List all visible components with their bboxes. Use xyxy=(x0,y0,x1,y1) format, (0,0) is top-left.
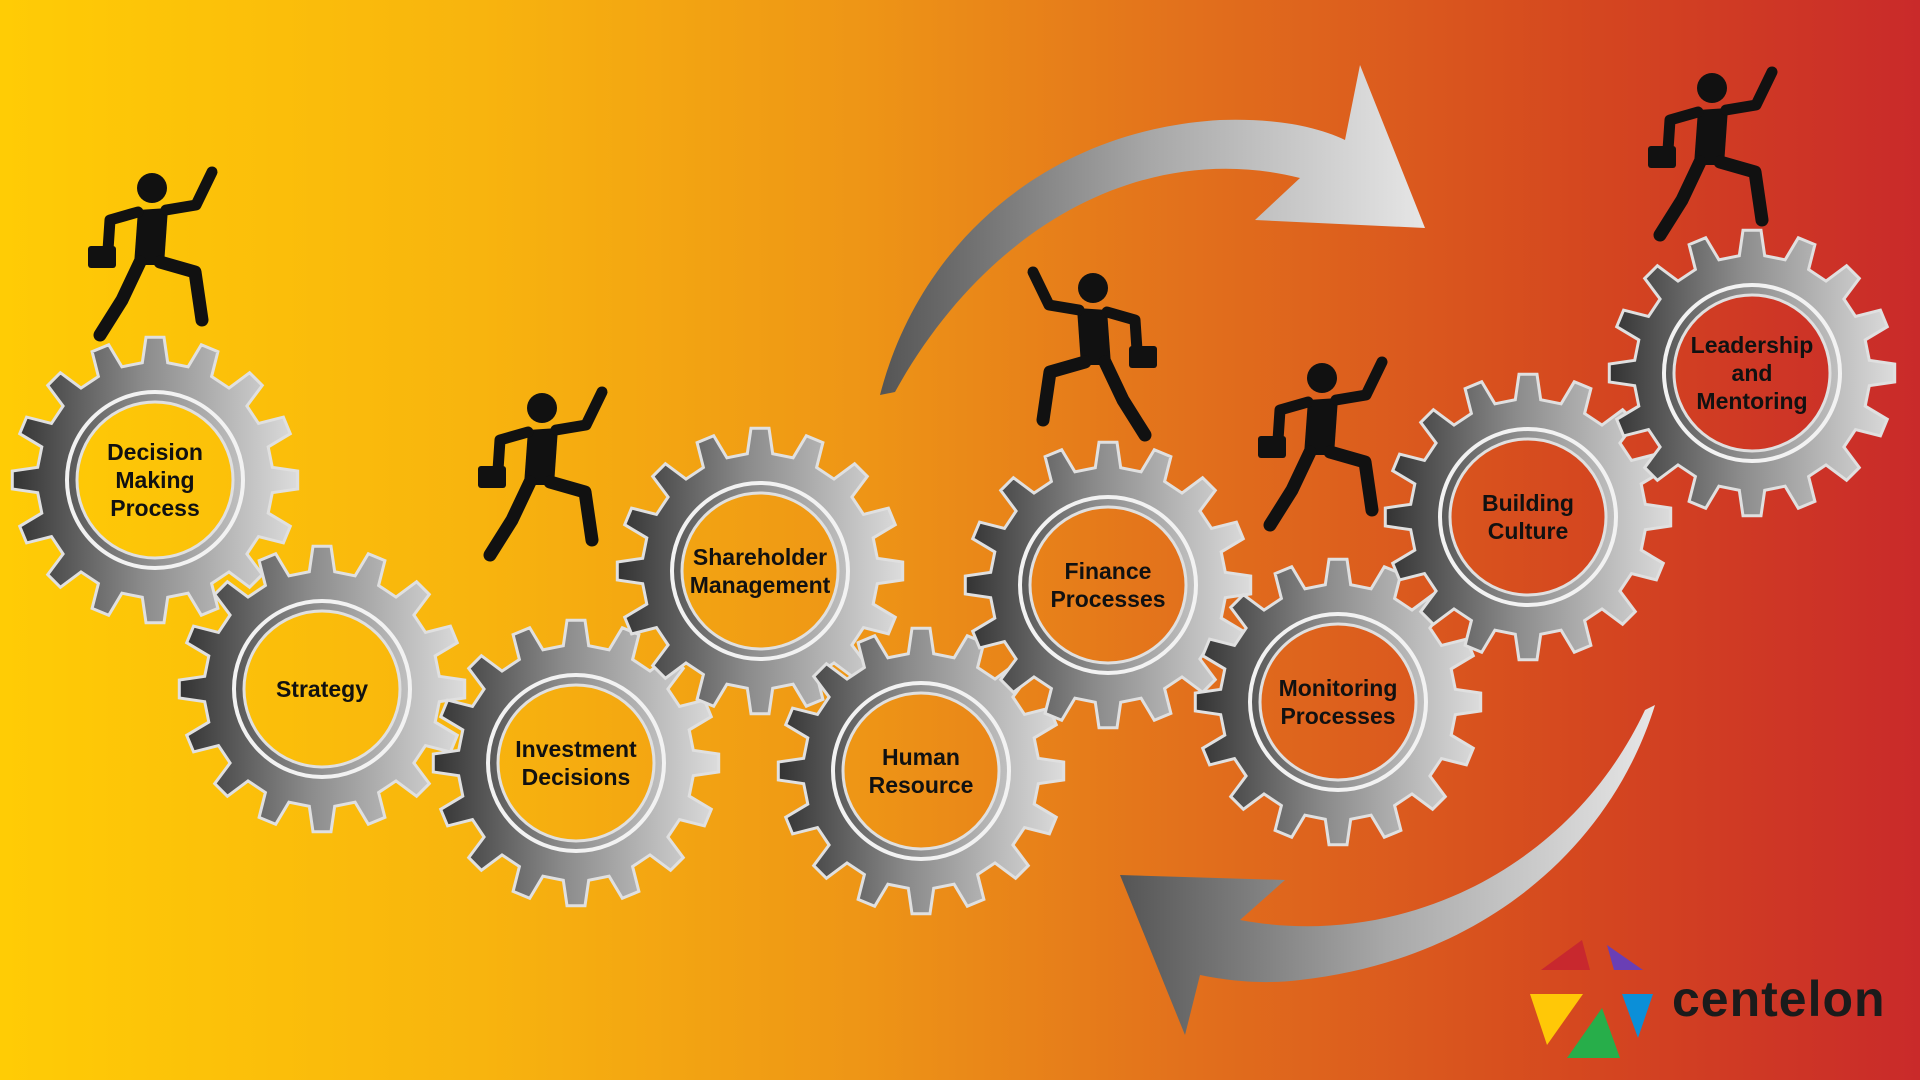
gear-shape xyxy=(1607,228,1897,518)
gear-shape xyxy=(1193,557,1483,847)
logo-triangle-blue xyxy=(1622,994,1653,1038)
brand-name: centelon xyxy=(1672,971,1886,1027)
gear-inner-ring xyxy=(670,481,850,661)
gear-leadership-and-mentoring xyxy=(1607,228,1897,518)
gear-shape xyxy=(177,544,467,834)
gear-shape xyxy=(1383,372,1673,662)
gear-label-line: Processes xyxy=(1280,703,1396,729)
running-businessman-icon xyxy=(1648,66,1778,242)
gear-decision-making-process xyxy=(10,335,300,625)
centelon-logo xyxy=(1530,940,1653,1058)
gear-label-line: Building xyxy=(1482,490,1574,516)
gear-label-line: Shareholder xyxy=(692,544,828,570)
gear-building-culture xyxy=(1383,372,1673,662)
gear-inner-ring xyxy=(1018,495,1198,675)
logo-triangle-red xyxy=(1541,940,1590,970)
gear-label-line: Culture xyxy=(1487,518,1569,544)
gear-label-line: Decision xyxy=(107,439,203,465)
logo-triangle-purple xyxy=(1607,945,1643,970)
running-businessman-icon xyxy=(88,166,218,342)
logo-triangle-yellow xyxy=(1530,994,1583,1045)
gear-shape xyxy=(431,618,721,908)
running-businessman-icon xyxy=(1258,356,1388,532)
gear-label-line: Monitoring xyxy=(1278,675,1398,701)
gear-inner-ring xyxy=(232,599,412,779)
gear-shape xyxy=(963,440,1253,730)
gear-inner-ring xyxy=(1662,283,1842,463)
gear-shareholder-management xyxy=(615,426,905,716)
gear-label-line: Making xyxy=(115,467,195,493)
gear-label-line: Leadership xyxy=(1690,332,1814,358)
gear-monitoring-processes xyxy=(1193,557,1483,847)
gear-label-line: Finance xyxy=(1064,558,1152,584)
gear-shape xyxy=(776,626,1066,916)
gear-label-line: Management xyxy=(689,572,831,598)
gear-label-line: Decisions xyxy=(521,764,631,790)
gear-label: Strategy xyxy=(242,675,402,703)
gear-inner-ring xyxy=(1248,612,1428,792)
gear-label-line: Processes xyxy=(1050,586,1166,612)
gear-label-line: Strategy xyxy=(275,676,369,702)
gear-inner-ring xyxy=(1438,427,1618,607)
cycle-arrow-top xyxy=(880,65,1425,395)
gear-label-line: Mentoring xyxy=(1696,388,1808,414)
gear-label-line: and xyxy=(1731,360,1773,386)
cycle-arrow-bottom xyxy=(1120,705,1655,1035)
gear-finance-processes xyxy=(963,440,1253,730)
gear-human-resource xyxy=(776,626,1066,916)
gear-shape xyxy=(10,335,300,625)
running-businessman-icon xyxy=(478,386,608,562)
gear-inner-ring xyxy=(831,681,1011,861)
gear-strategy xyxy=(177,544,467,834)
gear-label-line: Investment xyxy=(515,736,637,762)
gear-label-line: Process xyxy=(110,495,200,521)
logo-triangle-green xyxy=(1567,1008,1620,1058)
gear-label-line: Human xyxy=(882,744,960,770)
gear-label-line: Resource xyxy=(868,772,974,798)
running-businessman-icon xyxy=(1027,266,1157,442)
gear-inner-ring xyxy=(486,673,666,853)
gear-shape xyxy=(615,426,905,716)
gear-investment-decisions xyxy=(431,618,721,908)
gear-inner-ring xyxy=(65,390,245,570)
